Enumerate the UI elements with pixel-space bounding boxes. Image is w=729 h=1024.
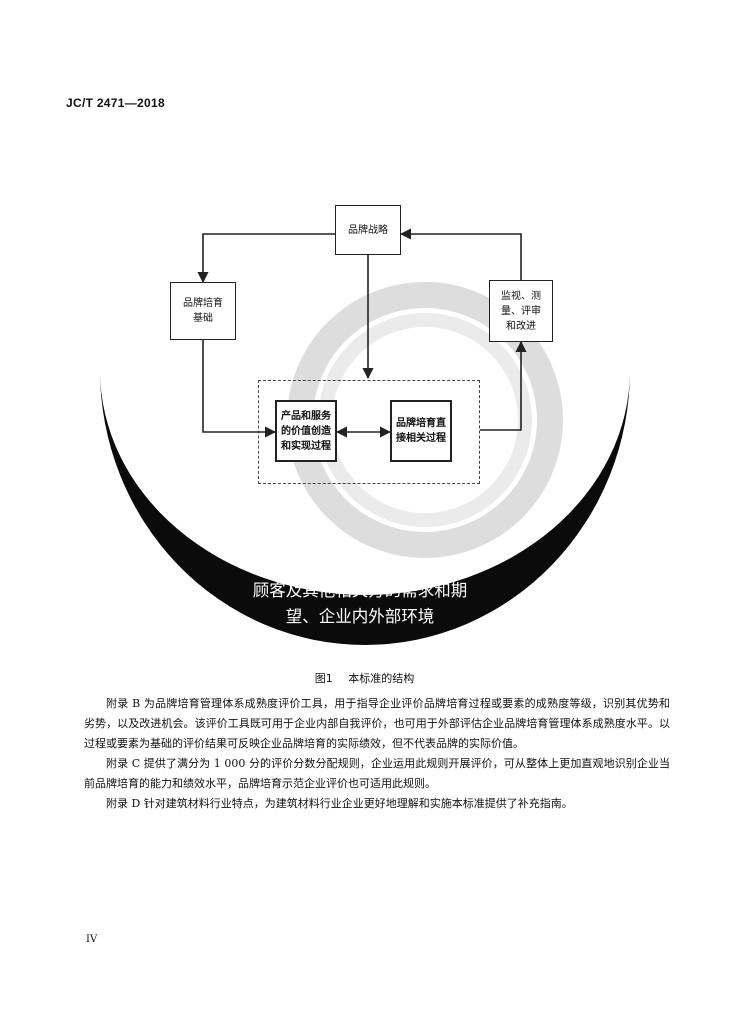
arrow-frame-to-monitoring [480,340,527,431]
node-direct-process: 品牌培育直 接相关过程 [390,400,452,462]
arrow-monitoring-to-strategy [399,228,522,282]
environment-band-label: 顾客及其他相关方的需求和期 望、企业内外部环境 [252,581,468,626]
node-monitoring-improvement: 监视、测 量、评审 和改进 [489,280,553,342]
node-brand-foundation: 品牌培育 基础 [170,282,236,340]
paragraph-appendix-c: 附录 C 提供了满分为 1 000 分的评价分数分配规则，企业运用此规则开展评价… [84,757,670,790]
node-value-creation: 产品和服务 的价值创造 和实现过程 [275,400,337,462]
standard-code: JC/T 2471—2018 [66,96,165,110]
paragraph-appendix-d: 附录 D 针对建筑材料行业特点，为建筑材料行业企业更好地理解和实施本标准提供了补… [106,797,573,810]
arrow-strategy-to-foundation [197,233,335,284]
environment-band [100,370,630,645]
structure-diagram [100,228,630,645]
node-brand-strategy: 品牌战略 [335,205,401,255]
body-text: 附录 B 为品牌培育管理体系成熟度评价工具，用于指导企业评价品牌培育过程或要素的… [84,694,670,814]
process-frame [258,380,480,484]
page-number: IV [86,934,98,945]
arrow-foundation-to-value [202,340,277,438]
figure-caption: 图1 本标准的结构 [0,670,729,686]
paragraph-appendix-b: 附录 B 为品牌培育管理体系成熟度评价工具，用于指导企业评价品牌培育过程或要素的… [84,697,670,750]
figure-title: 本标准的结构 [348,672,415,685]
figure-number: 图1 [314,672,333,685]
